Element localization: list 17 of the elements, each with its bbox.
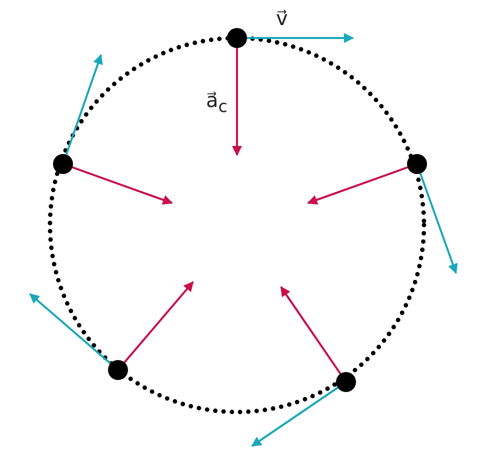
acceleration-arrow	[72, 166, 173, 205]
velocity-arrow	[251, 386, 338, 447]
particle-dot	[407, 154, 427, 174]
particle-dot	[336, 372, 356, 392]
particle-dot	[108, 360, 128, 380]
velocity-arrow	[29, 293, 112, 364]
acceleration-arrow	[307, 166, 408, 205]
acceleration-arrow	[232, 48, 242, 156]
acceleration-arrow	[280, 286, 342, 374]
velocity-arrow	[65, 54, 103, 155]
acceleration-label: a⃗$_{c}$	[206, 90, 228, 116]
acceleration-arrow	[124, 281, 194, 364]
velocity-label: v⃗	[276, 8, 288, 28]
particle-dot	[227, 28, 247, 48]
velocity-arrow	[419, 173, 458, 274]
velocity-arrow	[247, 33, 354, 43]
particle-dot	[53, 154, 73, 174]
